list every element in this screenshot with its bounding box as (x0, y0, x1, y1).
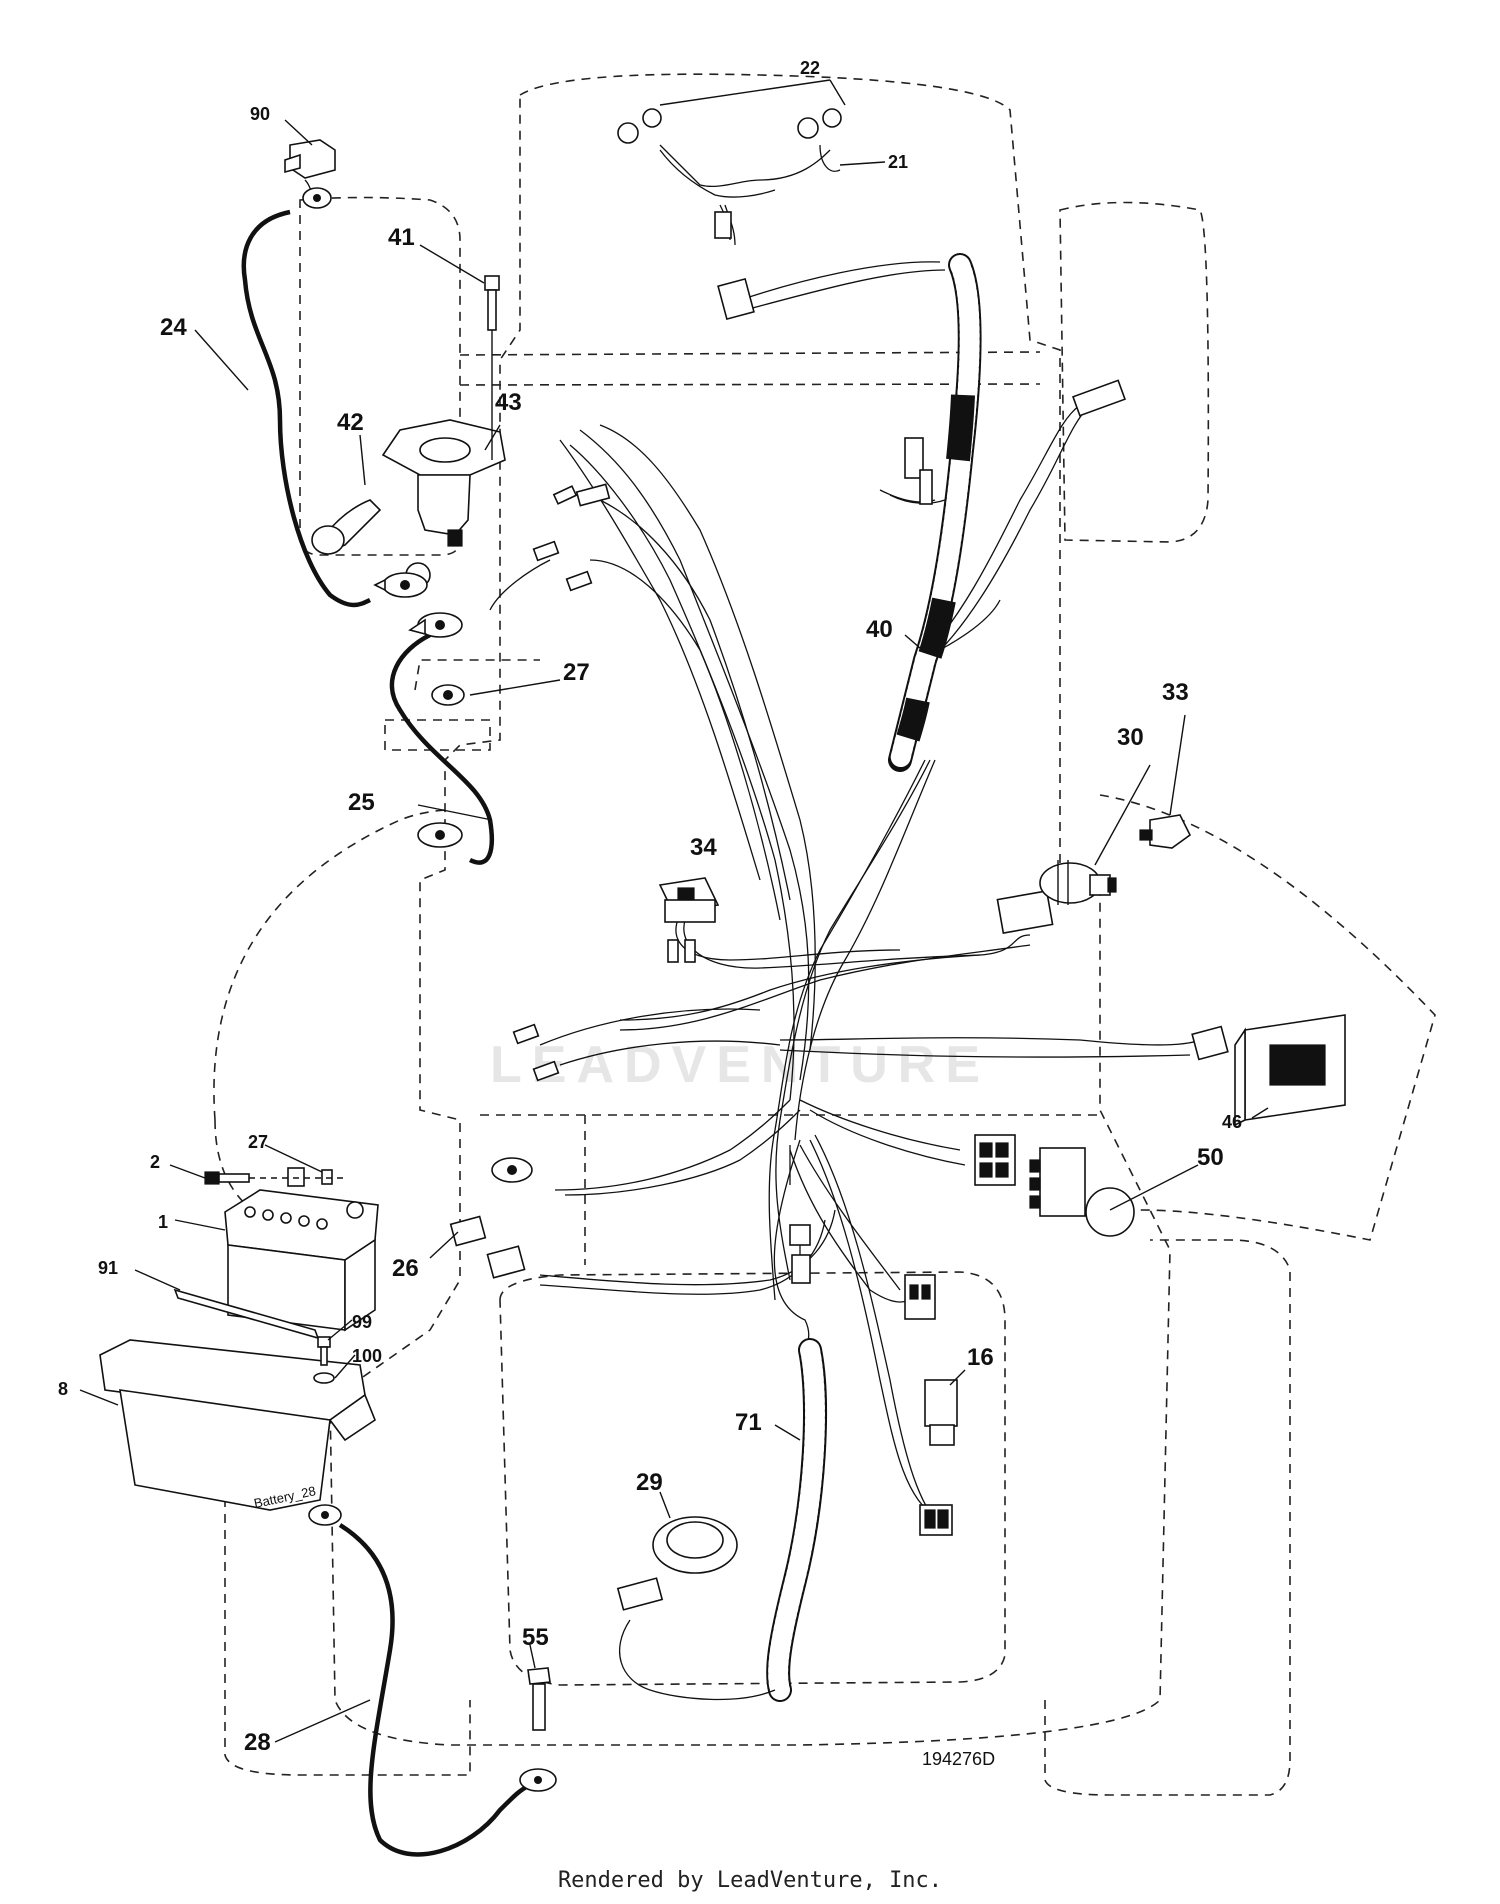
part-50-pto-switch (1029, 1147, 1135, 1237)
callout-91: 91 (98, 1258, 118, 1278)
callout-41: 41 (388, 224, 415, 251)
ring-terminals-top (373, 572, 465, 848)
callout-26: 26 (392, 1255, 419, 1282)
callout-71: 71 (735, 1409, 762, 1436)
watermark: LEADVENTURE (490, 1036, 990, 1094)
harness-conduit-71 (619, 1338, 827, 1702)
part-26-fuse (449, 1215, 526, 1279)
tractor-outline (213, 73, 1436, 1796)
callout-21: 21 (888, 152, 908, 172)
callout-25: 25 (348, 789, 375, 816)
drawing-number: 194276D (922, 1749, 995, 1769)
part-55-screw (527, 1667, 551, 1731)
callout-42: 42 (337, 409, 364, 436)
connectors-left-harness (491, 483, 611, 1183)
callout-30: 30 (1117, 724, 1144, 751)
callout-27-top: 27 (563, 659, 590, 686)
part-43-starter-solenoid (311, 419, 506, 588)
callout-24: 24 (160, 314, 187, 341)
part-22-21-headlight-assembly (617, 108, 842, 321)
ring-terminals-bottom (308, 1504, 557, 1792)
cable-24 (241, 209, 372, 608)
callout-43: 43 (495, 389, 522, 416)
callout-16: 16 (967, 1344, 994, 1371)
part-41-bolt (484, 275, 500, 460)
part-46-hour-meter (1234, 1014, 1346, 1127)
part-8-battery-tray (99, 1339, 376, 1511)
callout-40: 40 (866, 616, 893, 643)
callout-29: 29 (636, 1469, 663, 1496)
part-16-seat-switch (919, 1379, 958, 1536)
callout-55: 55 (522, 1624, 549, 1651)
callout-90: 90 (250, 104, 270, 124)
callout-27-battery: 27 (248, 1132, 268, 1152)
callout-8: 8 (58, 1379, 68, 1399)
callout-2: 2 (150, 1152, 160, 1172)
callout-50: 50 (1197, 1144, 1224, 1171)
part-33-ignition-key (1139, 814, 1192, 849)
callout-33: 33 (1162, 679, 1189, 706)
callout-28: 28 (244, 1729, 271, 1756)
right-harness-connectors (789, 379, 1229, 1320)
harness-conduit-40 (888, 253, 982, 772)
part-29-brake-switch (616, 1516, 738, 1611)
part-30-ignition-switch (1039, 860, 1117, 905)
footer-credit: Rendered by LeadVenture, Inc. (557, 1868, 943, 1893)
callout-100: 100 (352, 1346, 382, 1366)
part-1-battery (224, 1189, 379, 1332)
part-90-terminal-cap (284, 139, 336, 209)
callout-22: 22 (800, 58, 820, 78)
part-99-100-hardware (313, 1336, 335, 1384)
callout-99: 99 (352, 1312, 372, 1332)
part-34-rocker-switch (658, 877, 720, 963)
callout-labels: 90 22 21 24 41 42 43 40 27 25 34 33 30 4… (58, 58, 1242, 1769)
callout-1: 1 (158, 1212, 168, 1232)
callout-34: 34 (690, 834, 717, 861)
cable-28 (338, 1523, 532, 1857)
cable-25 (389, 632, 495, 865)
leader-lines (79, 79, 1269, 1743)
callout-46: 46 (1222, 1112, 1242, 1132)
cables (241, 179, 532, 1857)
part-2-27-battery-bolt (204, 1167, 345, 1187)
